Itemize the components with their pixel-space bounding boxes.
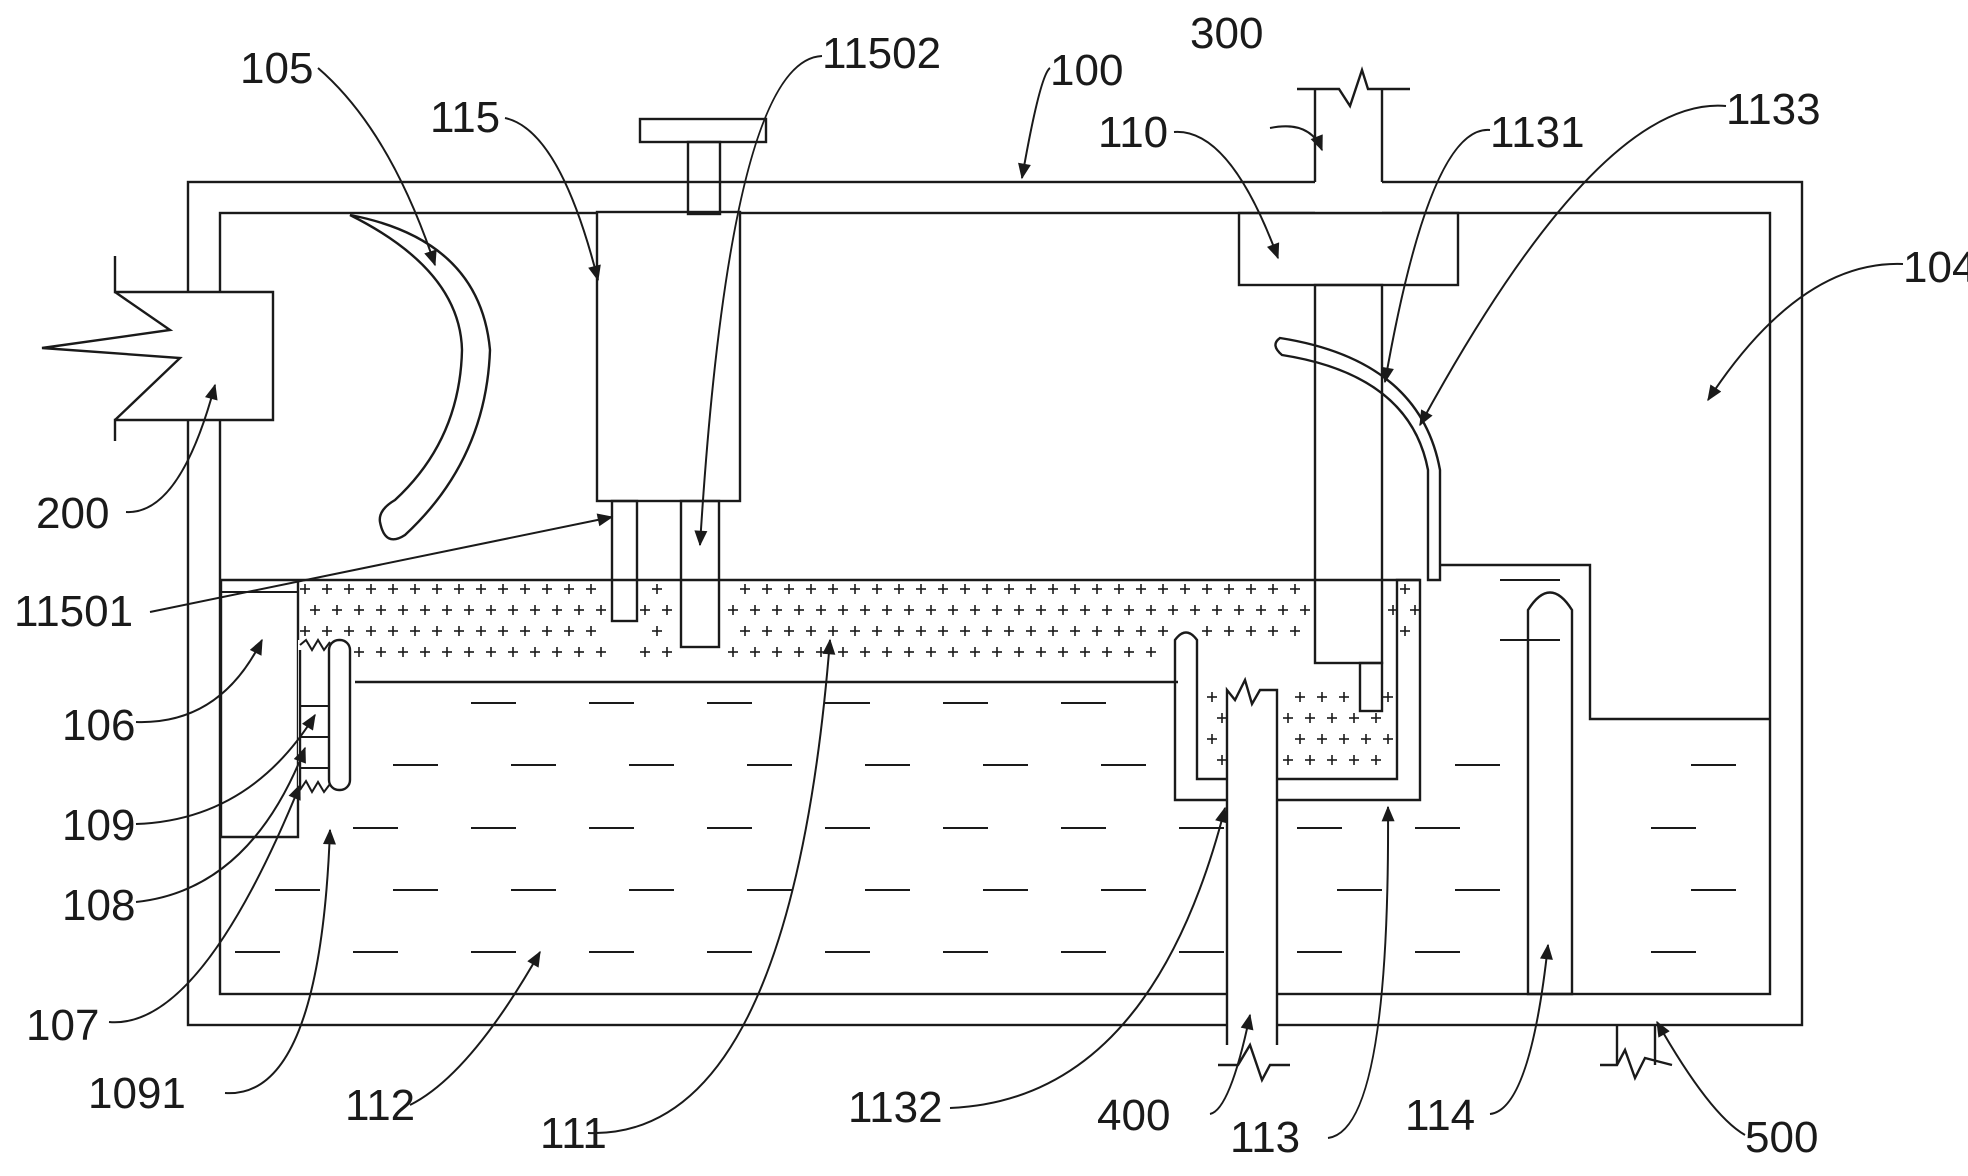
- label-112: 112: [345, 1081, 415, 1130]
- filter-layer: [220, 578, 1420, 684]
- right-weir: [1440, 563, 1770, 721]
- label-11502: 11502: [822, 29, 941, 78]
- overflow-box: [1173, 578, 1422, 802]
- label-300: 300: [1190, 9, 1263, 58]
- label-104: 104: [1903, 243, 1968, 292]
- label-114: 114: [1405, 1091, 1475, 1140]
- label-400: 400: [1097, 1091, 1170, 1140]
- drain-pipe: [1600, 1025, 1673, 1082]
- sludge-pipe: [1526, 591, 1574, 996]
- label-107: 107: [26, 1001, 99, 1050]
- label-106: 106: [62, 701, 135, 750]
- label-115: 115: [430, 93, 500, 142]
- label-200: 200: [36, 489, 109, 538]
- label-1133: 1133: [1726, 85, 1821, 134]
- part-labels: 105 115 11502 100 300 110 1131 1133 104 …: [14, 9, 1968, 1162]
- label-100: 100: [1050, 46, 1123, 95]
- label-105: 105: [240, 44, 313, 93]
- label-1131: 1131: [1490, 108, 1585, 157]
- label-110: 110: [1098, 108, 1168, 157]
- label-109: 109: [62, 801, 135, 850]
- inlet-pipe: [41, 256, 275, 441]
- label-108: 108: [62, 881, 135, 930]
- leader-lines: [108, 55, 1904, 1139]
- label-111: 111: [540, 1109, 607, 1158]
- deflector-plate: [349, 213, 492, 541]
- label-11501: 11501: [14, 587, 133, 636]
- outlet-pipe: [1218, 676, 1290, 1083]
- label-1091: 1091: [88, 1069, 186, 1118]
- tank-body: [186, 180, 1804, 1027]
- label-1132: 1132: [848, 1083, 943, 1132]
- top-fitting: [1237, 66, 1460, 713]
- curved-pipe: [1274, 336, 1442, 582]
- label-500: 500: [1745, 1113, 1818, 1162]
- liquid-body: [235, 579, 1736, 953]
- label-113: 113: [1230, 1113, 1300, 1162]
- left-partition: [219, 580, 352, 839]
